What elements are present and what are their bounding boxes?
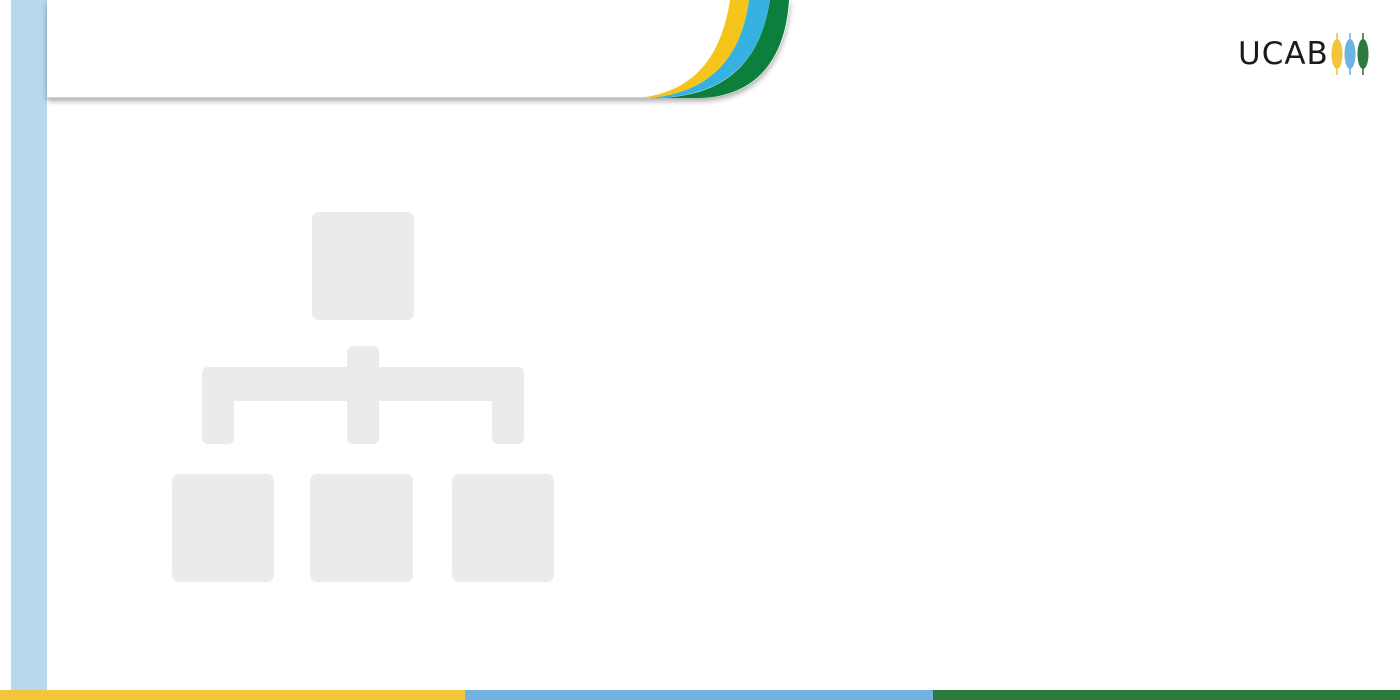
left-accent-bar [11,0,47,700]
logo-text: UCAB [1238,35,1329,72]
logo-candle-icon [1331,33,1369,75]
org-crossbar [202,367,524,401]
stripe-blue [465,690,933,700]
header-decoration [47,0,790,99]
org-left-leg [202,367,234,444]
wave-yellow [638,0,749,98]
wave-blue [648,0,770,98]
org-bottom-box-right [452,474,554,582]
org-bottom-box-left [172,474,274,582]
bottom-color-stripe [0,690,1400,700]
org-chart-icon[interactable] [0,0,600,600]
org-right-leg [492,367,524,444]
stripe-green [933,690,1400,700]
wave-green [660,0,789,98]
ucab-logo: UCAB [1238,30,1371,78]
stripe-yellow [0,690,465,700]
org-top-box [312,212,414,320]
org-bottom-box-center [310,474,413,582]
header-shape [47,0,790,98]
